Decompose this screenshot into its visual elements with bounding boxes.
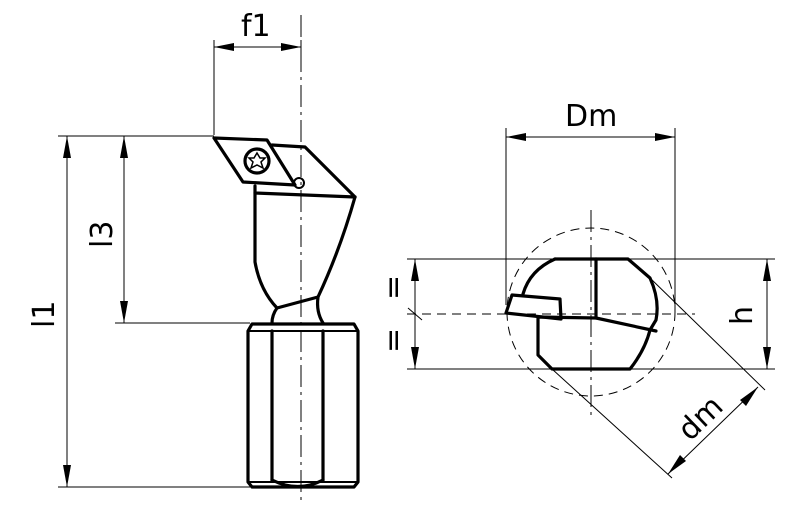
dm-label: dm bbox=[671, 389, 730, 448]
head-seat bbox=[253, 184, 357, 199]
h-label: h bbox=[725, 306, 760, 325]
head-top bbox=[270, 143, 357, 199]
insert-section bbox=[504, 293, 563, 321]
side-view: f1 l1 l3 bbox=[27, 9, 360, 505]
l3-label: l3 bbox=[85, 221, 120, 248]
bar-section bbox=[536, 257, 659, 371]
l1-label: l1 bbox=[27, 301, 62, 328]
end-view: Dm h = = dm bbox=[376, 99, 775, 479]
torx-screw bbox=[243, 147, 271, 175]
f1-label: f1 bbox=[241, 9, 271, 44]
head-body bbox=[253, 191, 357, 310]
equal-top-label: = bbox=[376, 275, 411, 300]
shank bbox=[246, 322, 360, 489]
neck bbox=[270, 295, 325, 325]
equal-bottom-label: = bbox=[376, 328, 411, 353]
Dm-label: Dm bbox=[565, 99, 617, 134]
pin bbox=[293, 177, 305, 189]
torx-icon bbox=[247, 151, 267, 170]
